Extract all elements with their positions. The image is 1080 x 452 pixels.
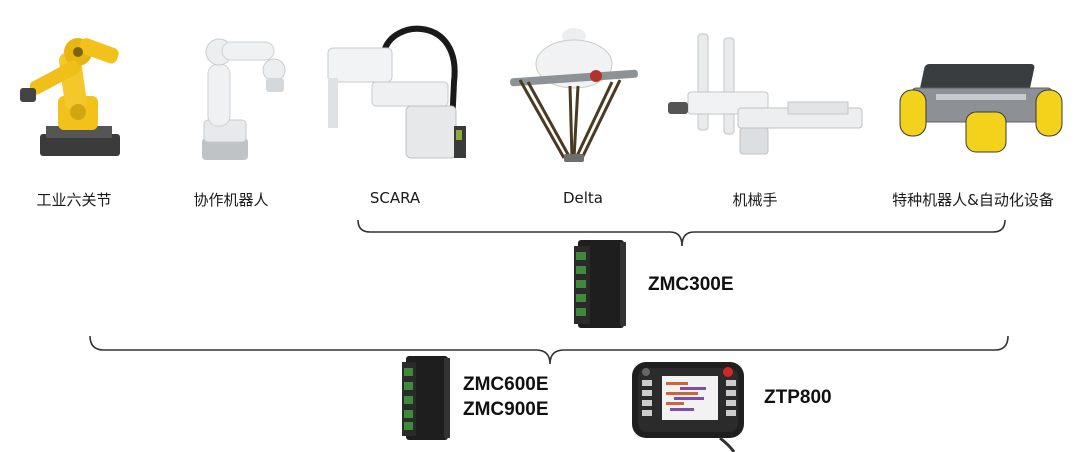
delta-robot-image (510, 28, 638, 162)
special-robot-image (899, 64, 1063, 153)
zmc300e-controller-image (574, 240, 626, 328)
robot-label-industrial: 工业六关节 (36, 191, 112, 209)
zmc900e-label: ZMC900E (463, 399, 549, 420)
zmc600e-label: ZMC600E (463, 374, 549, 395)
robot-label-scara: SCARA (369, 189, 421, 207)
scara-robot-image (327, 25, 466, 159)
manipulator-robot-image (668, 33, 863, 155)
robot-label-manipulator: 机械手 (732, 191, 778, 209)
zmc300e-label: ZMC300E (648, 274, 734, 295)
zmc600e-controller-image (402, 356, 450, 440)
robot-label-special: 特种机器人&自动化设备 (892, 191, 1054, 209)
ztp800-pendant-image (632, 362, 744, 452)
robot-label-delta: Delta (562, 189, 604, 207)
ztp800-label: ZTP800 (764, 387, 832, 408)
collaborative-robot-image (202, 38, 286, 160)
industrial-robot-image (20, 38, 120, 156)
robot-label-collaborative: 协作机器人 (193, 191, 269, 209)
